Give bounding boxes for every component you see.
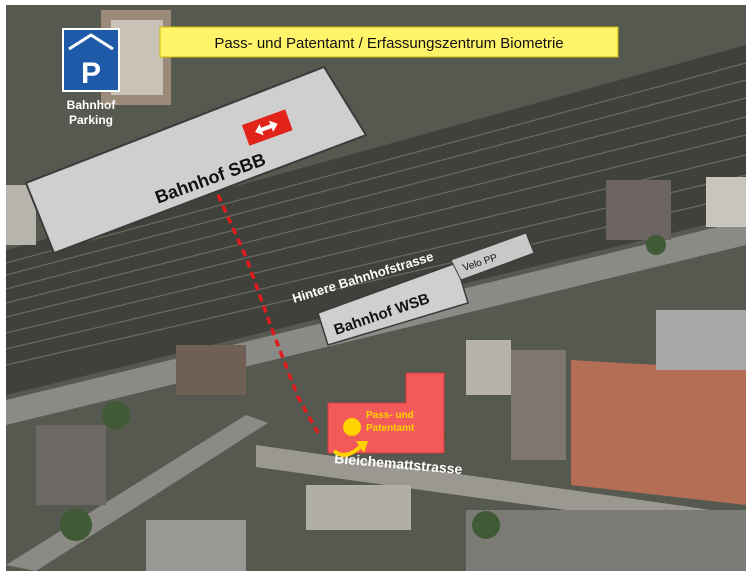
curved-arrow-icon [332,443,364,457]
parking-letter: P [81,57,101,90]
parking-roof-icon [68,33,114,51]
destination-label-line1: Pass- und [366,410,414,421]
map-title: Pass- und Patentamt / Erfassungszentrum … [214,35,563,52]
rail-corridor [6,45,746,395]
location-dot-icon [343,418,361,436]
station-wsb-shape [317,262,469,346]
parking-icon [62,28,120,92]
map-canvas: Bahnhof SBB Bahnhof WSB Velo PP Hintere … [6,5,746,571]
parking-label-line2: Parking [69,113,113,127]
aerial-map: Bahnhof SBB Bahnhof WSB Velo PP Hintere … [6,5,746,571]
buildings [6,10,746,571]
parking-label-line1: Bahnhof [67,98,117,112]
route-line [216,194,320,434]
sbb-logo-icon [241,109,293,146]
title-banner [159,26,619,58]
curved-arrow-head [356,441,368,453]
velo-pp-shape [450,232,535,281]
destination-label-line2: Patentamt [366,423,415,434]
